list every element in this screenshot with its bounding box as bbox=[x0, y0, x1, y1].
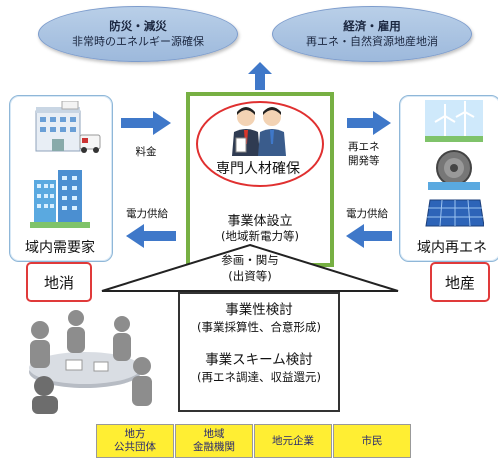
study-line3: 事業スキーム検討 bbox=[205, 352, 313, 368]
renewable-label: 域内再エネ bbox=[417, 240, 487, 256]
fee-label: 料金 bbox=[135, 146, 157, 158]
goal-economy-sub: 再エネ・自然資源地産地消 bbox=[306, 35, 438, 48]
goal-disaster-title: 防災・減災 bbox=[109, 19, 167, 33]
stakeholder-line: 市民 bbox=[361, 434, 383, 447]
fee-arrow-icon bbox=[121, 111, 171, 135]
re-dev-label-1: 再エネ bbox=[348, 141, 380, 153]
stakeholder-local-government: 地方 公共団体 bbox=[96, 424, 174, 458]
stakeholder-line: 金融機関 bbox=[193, 441, 235, 453]
stakeholder-line: 公共団体 bbox=[114, 441, 156, 453]
goal-disaster-ellipse: 防災・減災 非常時のエネルギー源確保 bbox=[38, 6, 238, 62]
participation-line2: (出資等) bbox=[228, 269, 272, 283]
study-line2: (事業採算性、合意形成) bbox=[197, 320, 321, 334]
expert-label: 専門人材確保 bbox=[216, 161, 300, 177]
consumer-label: 域内需要家 bbox=[25, 240, 95, 256]
stakeholder-local-business: 地元企業 bbox=[254, 424, 332, 458]
power-right-arrow-icon bbox=[346, 224, 392, 248]
power-left-arrow-icon bbox=[126, 224, 176, 248]
participation-arrow-icon bbox=[101, 243, 399, 292]
goal-economy-title: 経済・雇用 bbox=[343, 19, 401, 33]
feasibility-study-box bbox=[178, 292, 340, 412]
local-production-tag: 地産 bbox=[430, 262, 490, 302]
office-buildings-icon bbox=[30, 170, 90, 228]
power-left-label: 電力供給 bbox=[126, 208, 168, 220]
water-wheel-icon bbox=[428, 150, 480, 190]
study-line1: 事業性検討 bbox=[225, 302, 293, 318]
entity-line2: (地域新電力等) bbox=[221, 229, 299, 243]
participation-line1: 参画・関与 bbox=[221, 253, 279, 267]
meeting-people-icon bbox=[29, 310, 152, 414]
wind-turbine-icon bbox=[425, 100, 483, 142]
entity-line1: 事業体設立 bbox=[227, 213, 293, 229]
solar-panel-icon bbox=[425, 199, 484, 227]
stakeholder-line: 地域 bbox=[203, 428, 225, 440]
local-consumption-tag: 地消 bbox=[26, 262, 92, 302]
up-arrow-icon bbox=[248, 62, 272, 90]
hospital-building-icon bbox=[35, 101, 101, 153]
goal-economy-ellipse: 経済・雇用 再エネ・自然資源地産地消 bbox=[272, 6, 472, 62]
re-dev-arrow-icon bbox=[347, 111, 391, 135]
stakeholder-financial-institution: 地域 金融機関 bbox=[175, 424, 253, 458]
stakeholder-line: 地方 bbox=[124, 428, 146, 440]
re-dev-label-2: 開発等 bbox=[348, 155, 380, 167]
goal-disaster-sub: 非常時のエネルギー源確保 bbox=[72, 35, 204, 48]
stakeholder-line: 地元企業 bbox=[272, 434, 314, 447]
experts-people-icon bbox=[232, 107, 286, 156]
power-right-label: 電力供給 bbox=[346, 208, 388, 220]
stakeholder-citizens: 市民 bbox=[333, 424, 411, 458]
study-line4: (再エネ調達、収益還元) bbox=[197, 370, 321, 384]
